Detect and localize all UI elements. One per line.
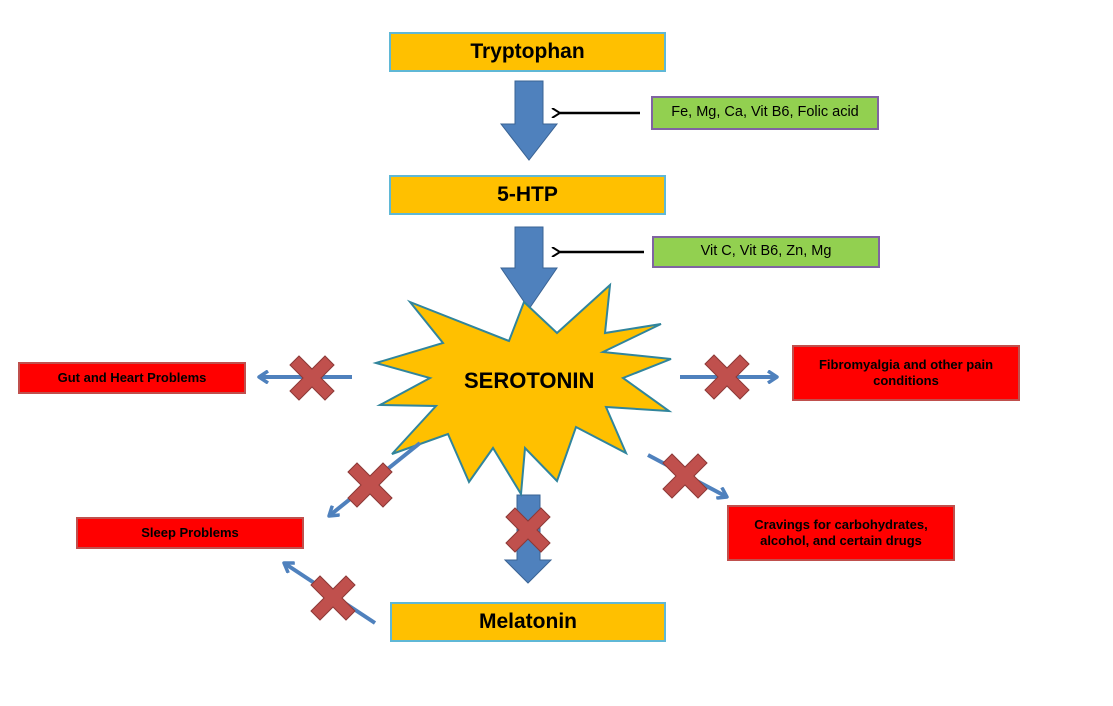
blocked-x-fibromyalgia-icon [704, 354, 750, 400]
blocked-x-sleep-serotonin-icon [347, 462, 393, 508]
serotonin-label: SEROTONIN [464, 368, 595, 393]
sleep-problems-label: Sleep Problems [141, 525, 239, 541]
fibromyalgia-label-line2: conditions [873, 373, 939, 388]
gut-heart-problems-label: Gut and Heart Problems [57, 370, 207, 386]
blocked-x-gut-heart-icon [289, 355, 335, 401]
arrow-5htp-to-serotonin [500, 226, 558, 310]
tryptophan-box: Tryptophan [389, 32, 666, 72]
blocked-x-cravings-icon [662, 453, 708, 499]
blocked-x-sleep-melatonin-icon [310, 575, 356, 621]
blocked-x-melatonin-icon [505, 507, 551, 553]
fibromyalgia-box: Fibromyalgia and other pain conditions [792, 345, 1020, 401]
cofactor-label-2: Vit C, Vit B6, Zn, Mg [700, 243, 832, 260]
serotonin-starburst [372, 282, 673, 498]
fibromyalgia-label-line1: Fibromyalgia and other pain [818, 357, 994, 373]
cofactor-label-1: Fe, Mg, Ca, Vit B6, Folic acid [671, 104, 859, 121]
melatonin-box: Melatonin [390, 602, 666, 642]
5htp-label: 5-HTP [497, 183, 558, 207]
cofactor-box-1: Fe, Mg, Ca, Vit B6, Folic acid [651, 96, 879, 130]
melatonin-label: Melatonin [479, 610, 577, 634]
gut-heart-problems-box: Gut and Heart Problems [18, 362, 246, 394]
cravings-label-line2: alcohol, and certain drugs [760, 533, 922, 548]
arrow-tryptophan-to-5htp [499, 80, 559, 161]
cravings-box: Cravings for carbohydrates, alcohol, and… [727, 505, 955, 561]
cravings-label-line1: Cravings for carbohydrates, [754, 517, 928, 533]
cofactor-box-2: Vit C, Vit B6, Zn, Mg [652, 236, 880, 268]
5htp-box: 5-HTP [389, 175, 666, 215]
sleep-problems-box: Sleep Problems [76, 517, 304, 549]
tryptophan-label: Tryptophan [470, 40, 585, 64]
